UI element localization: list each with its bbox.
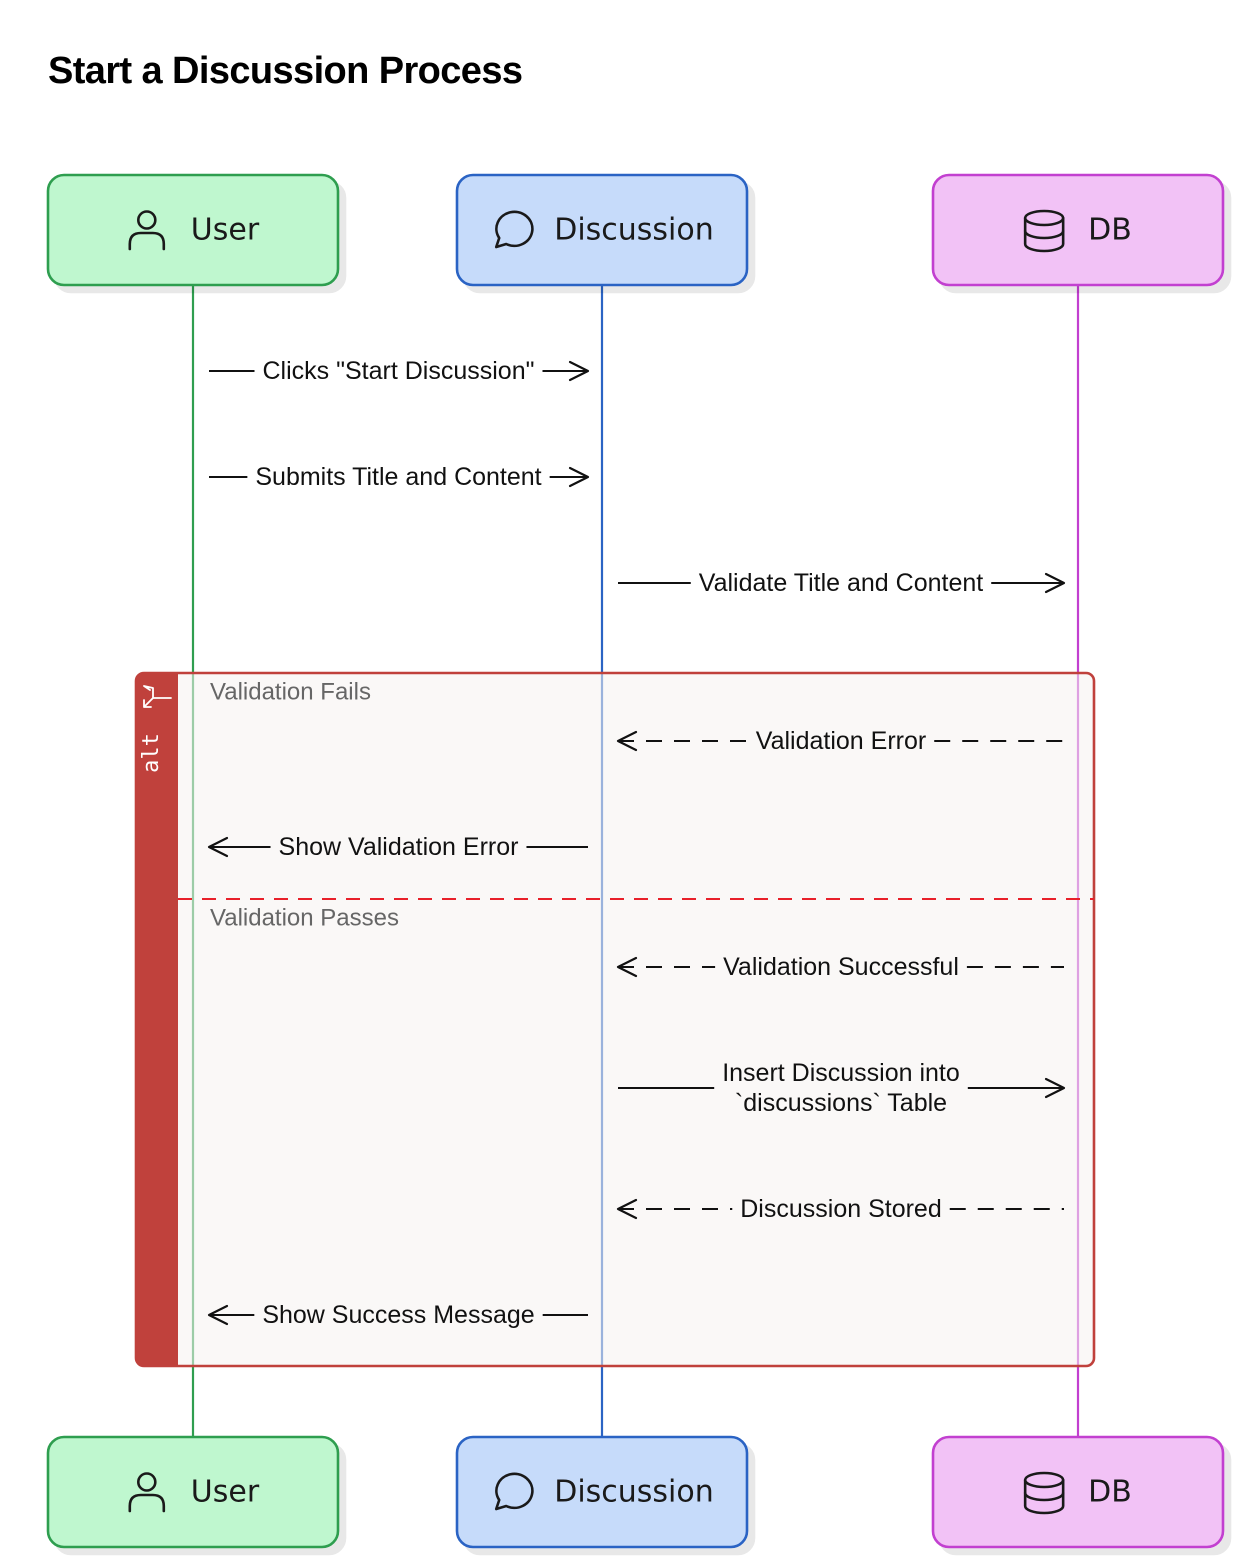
alt-frame — [134, 671, 1096, 1368]
message-2: Submits Title and Content — [209, 463, 590, 491]
message-3: Validate Title and Content — [618, 569, 1066, 597]
message-5: Show Validation Error — [207, 833, 588, 861]
alt-keyword: alt — [139, 733, 164, 773]
alt-band — [136, 673, 178, 1366]
message-label: Clicks "Start Discussion" — [263, 357, 535, 385]
diagram-title: Start a Discussion Process — [48, 50, 523, 92]
message-4: Validation Error — [616, 727, 1064, 755]
message-label: Validate Title and Content — [699, 569, 984, 597]
participant-user-top: User — [46, 173, 340, 287]
message-label: Validation Error — [756, 727, 926, 755]
messages: Clicks "Start Discussion" Submits Title a… — [207, 357, 1066, 1329]
message-9: Show Success Message — [207, 1301, 588, 1329]
branch-icon — [143, 685, 172, 708]
participant-db-top: DB — [931, 173, 1225, 287]
message-label: Show Success Message — [262, 1301, 534, 1329]
participant-discussion-top: Discussion — [455, 173, 749, 287]
message-1: Clicks "Start Discussion" — [209, 357, 590, 385]
database-icon — [1023, 1471, 1065, 1515]
database-icon — [1023, 209, 1065, 253]
message-label: Insert Discussion into — [722, 1059, 960, 1087]
participant-label: DB — [1088, 213, 1132, 248]
message-8: Discussion Stored — [616, 1195, 1064, 1223]
chat-bubble-icon — [494, 210, 534, 249]
message-7: Insert Discussion into`discussions` Tabl… — [618, 1059, 1066, 1117]
participant-label: Discussion — [554, 1475, 714, 1510]
user-icon — [128, 210, 166, 251]
participant-label: User — [191, 1475, 260, 1510]
chat-bubble-icon — [494, 1472, 534, 1511]
message-label: Validation Successful — [723, 953, 959, 981]
message-label: `discussions` Table — [735, 1089, 947, 1117]
participant-discussion-bottom: Discussion — [455, 1435, 749, 1549]
participant-label: Discussion — [554, 213, 714, 248]
participant-label: DB — [1088, 1475, 1132, 1510]
participant-user-bottom: User — [46, 1435, 340, 1549]
user-icon — [128, 1472, 166, 1513]
message-label: Discussion Stored — [740, 1195, 941, 1223]
alt-condition-2: Validation Passes — [210, 905, 399, 932]
participant-db-bottom: DB — [931, 1435, 1225, 1549]
message-label: Show Validation Error — [279, 833, 519, 861]
participant-label: User — [191, 213, 260, 248]
message-6: Validation Successful — [616, 953, 1064, 981]
message-label: Submits Title and Content — [255, 463, 541, 491]
alt-condition-1: Validation Fails — [210, 679, 371, 706]
